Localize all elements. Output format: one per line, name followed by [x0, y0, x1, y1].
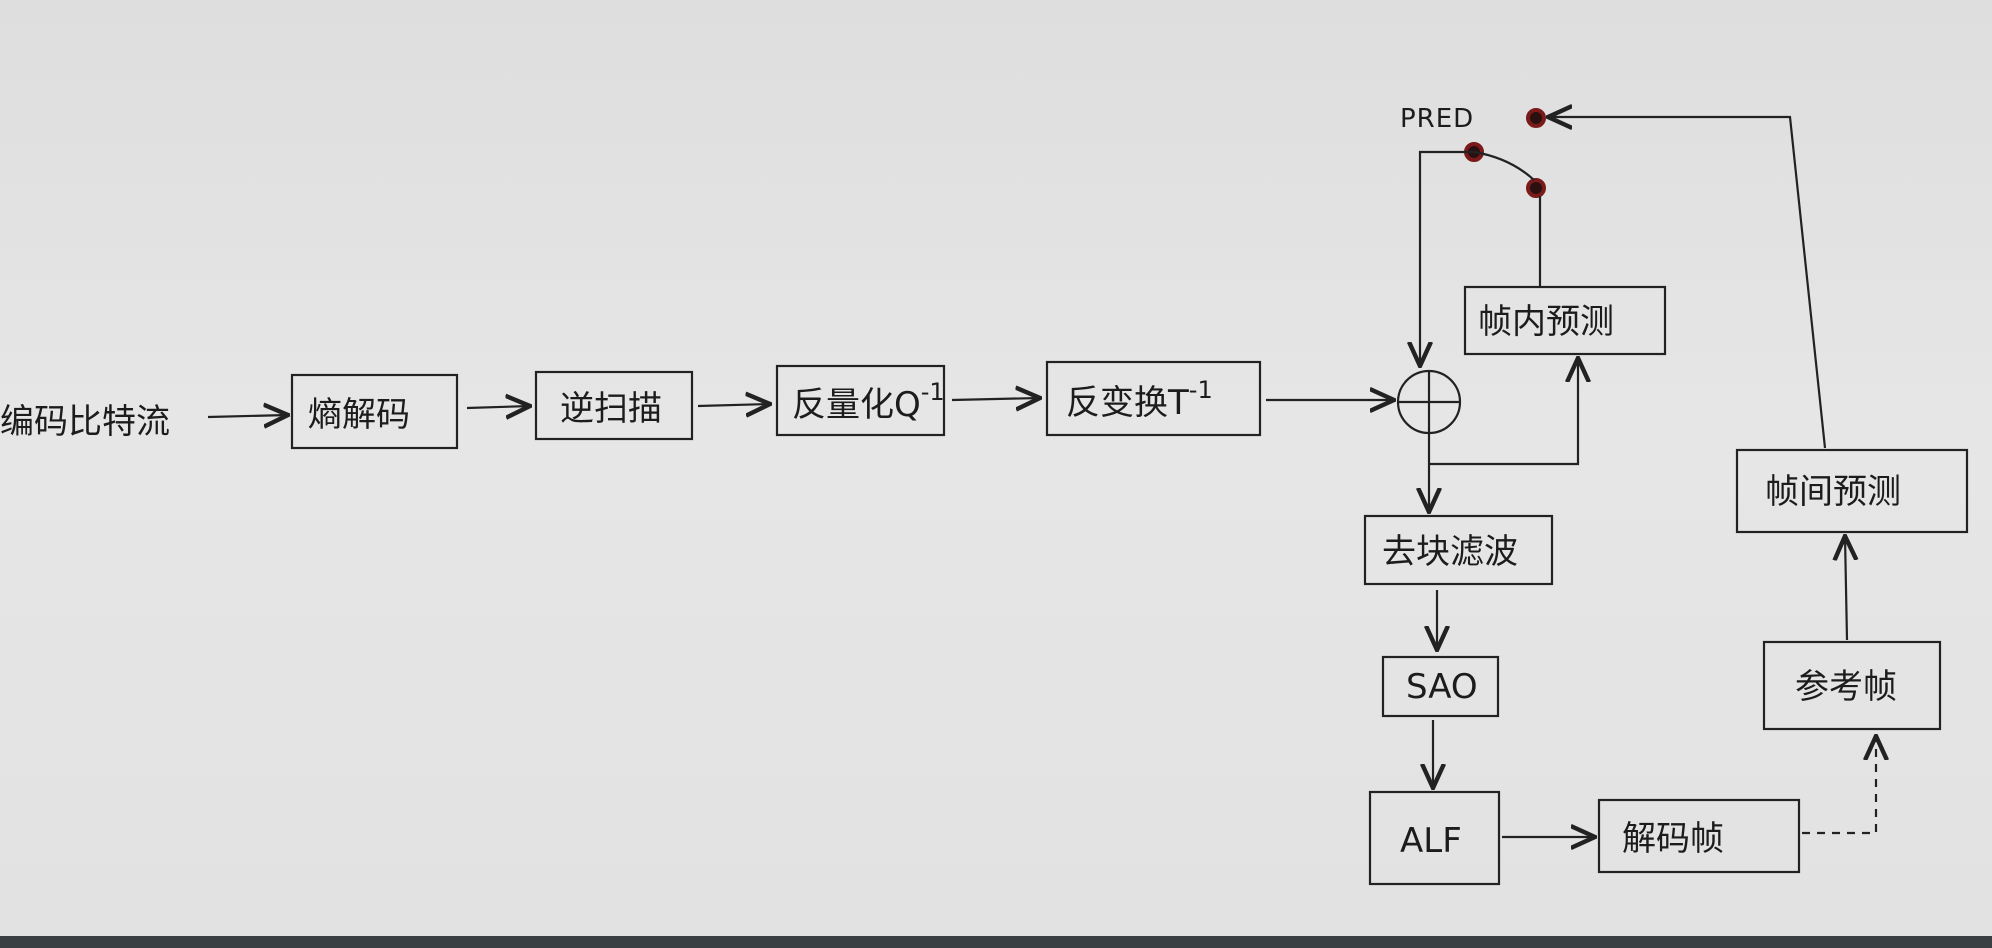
pred-label: PRED	[1400, 104, 1474, 134]
arrow-scan-to-quant	[697, 404, 770, 406]
decoded-frame-label: 解码帧	[1622, 819, 1724, 859]
reference-frame-box: 参考帧	[1762, 640, 1942, 731]
arrow-entropy-to-scan	[466, 406, 530, 408]
dashed-decoded-to-reference	[1802, 736, 1876, 835]
intra-prediction-label: 帧内预测	[1478, 302, 1614, 342]
arrow-quant-to-transform	[951, 398, 1040, 400]
adder-to-intra-feedback	[1429, 358, 1578, 466]
arrow-input-to-entropy	[207, 415, 288, 417]
decoded-frame-box: 解码帧	[1597, 798, 1801, 874]
inter-output-to-switch	[1548, 117, 1827, 449]
inverse-quant-label: 反量化Q-1	[792, 378, 945, 425]
entropy-decode-box: 熵解码	[290, 373, 459, 450]
switch-inter-terminal	[1526, 108, 1546, 128]
inverse-transform-label: 反变换T-1	[1066, 376, 1213, 423]
adder-node	[1396, 369, 1462, 435]
switch-intra-terminal	[1526, 178, 1546, 198]
sao-label: SAO	[1406, 667, 1478, 707]
switch-arm	[1473, 150, 1535, 181]
input-bitstream-label: 编码比特流	[0, 402, 170, 442]
inverse-quant-box: 反量化Q-1	[775, 364, 946, 437]
inverse-scan-box: 逆扫描	[534, 370, 694, 441]
alf-box: ALF	[1368, 790, 1501, 886]
inverse-transform-box: 反变换T-1	[1045, 360, 1262, 437]
sao-box: SAO	[1381, 655, 1500, 718]
arrow-reference-to-inter	[1845, 536, 1847, 641]
pred-line-to-adder	[1420, 150, 1474, 366]
inverse-scan-label: 逆扫描	[560, 389, 662, 429]
inter-prediction-label: 帧间预测	[1765, 472, 1901, 512]
entropy-decode-label: 熵解码	[308, 395, 410, 435]
desk-edge	[0, 936, 1992, 948]
inter-prediction-box: 帧间预测	[1735, 448, 1969, 534]
reference-frame-label: 参考帧	[1795, 667, 1897, 707]
intra-prediction-box: 帧内预测	[1463, 285, 1667, 356]
deblocking-filter-label: 去块滤波	[1382, 532, 1518, 572]
alf-label: ALF	[1400, 821, 1462, 861]
deblocking-filter-box: 去块滤波	[1363, 514, 1554, 586]
